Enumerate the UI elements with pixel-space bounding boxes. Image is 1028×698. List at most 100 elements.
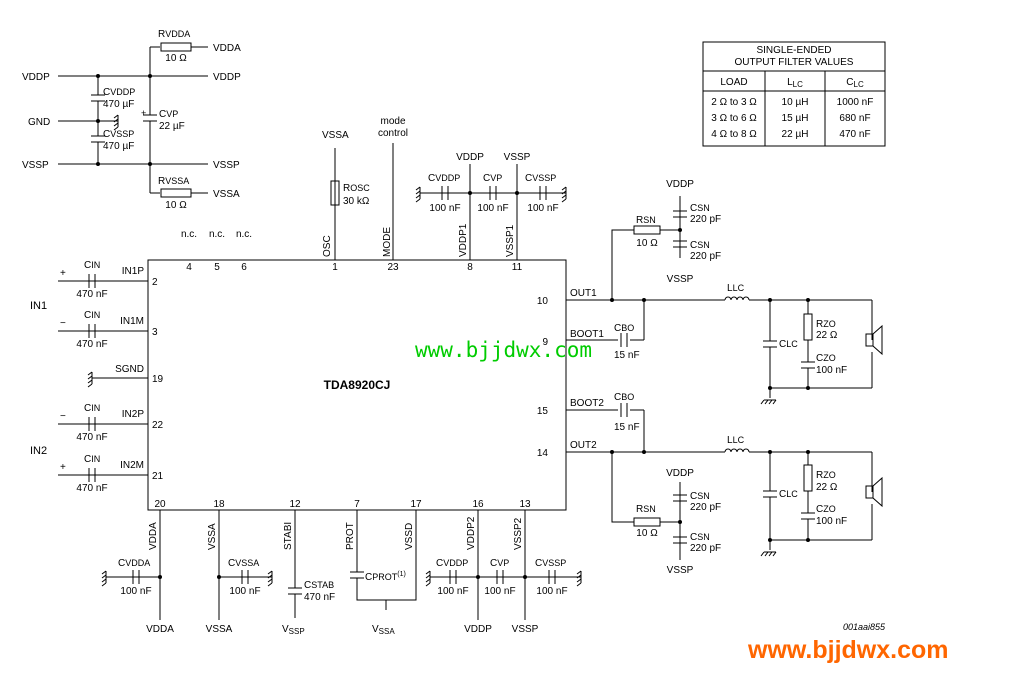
component-label-cstab: CSTAB (304, 580, 334, 591)
pin-number: 18 (213, 499, 225, 510)
component-label-cin4: CIN (84, 454, 100, 465)
pin-number: 10 (537, 296, 549, 307)
table-cell: 470 nF (839, 129, 870, 140)
component-label-csn1b: CSN (690, 240, 710, 251)
value: 100 nF (484, 586, 515, 597)
pin-name: VDDA (148, 522, 159, 550)
pin-number: 3 (152, 327, 158, 338)
value: 220 pF (690, 502, 721, 513)
component-label-cbo1: CBO (614, 323, 634, 334)
rail-vssp: VSSP (667, 274, 694, 285)
pin-number: 20 (154, 499, 166, 510)
rail-vddp: VDDP (22, 72, 50, 83)
table-cell: 3 Ω to 6 Ω (711, 113, 757, 124)
component-label-cvssp_top: CVSSP (103, 129, 134, 140)
pin-number: 6 (241, 262, 247, 273)
table-header: LLC (787, 77, 803, 89)
rail-vssa-bottom: VSSA (206, 624, 233, 635)
watermark-center: www.bjjdwx.com (415, 338, 592, 362)
pin-name: VSSD (404, 523, 415, 550)
component-label-clc2: CLC (779, 489, 798, 500)
value: 470 nF (76, 432, 107, 443)
pin-number: 2 (152, 277, 158, 288)
component-label-cvddp2: CVDDP (436, 558, 468, 569)
pin-name: OSC (322, 235, 333, 257)
component-label-cbo2: CBO (614, 392, 634, 403)
pin-number: 13 (519, 499, 531, 510)
component-label-cvp2: CVP (490, 558, 509, 569)
polarity-plus: + (60, 462, 66, 473)
pin-number: 14 (537, 448, 549, 459)
value: 100 nF (477, 203, 508, 214)
rail-vssa-osc: VSSA (322, 130, 349, 141)
pin-name: OUT2 (570, 440, 597, 451)
component-label-cvddp1: CVDDP (428, 173, 460, 184)
pin-number: 5 (214, 262, 220, 273)
value: 15 nF (614, 350, 640, 361)
value: 100 nF (527, 203, 558, 214)
component-label-cvp_top: CVP (159, 109, 178, 120)
value: 100 nF (816, 365, 847, 376)
component-label-cin2: CIN (84, 310, 100, 321)
pin-number: 1 (332, 262, 338, 273)
rail-vddp: VDDP (666, 179, 694, 190)
component-label-cin3: CIN (84, 403, 100, 414)
pin-number: 19 (152, 374, 164, 385)
value: 22 µF (159, 121, 185, 132)
component-label-rvdda: RVDDA (158, 29, 190, 40)
mode-control-label: mode (380, 116, 405, 127)
rail-vddp-top: VDDP (456, 152, 484, 163)
value: 10 Ω (636, 528, 658, 539)
pin-name: SGND (115, 364, 144, 375)
pin-name: BOOT1 (570, 329, 604, 340)
table-cell: 680 nF (839, 113, 870, 124)
component-label-cvddp_top: CVDDP (103, 87, 135, 98)
table-cell: 2 Ω to 3 Ω (711, 97, 757, 108)
value: 10 Ω (165, 53, 187, 64)
pin-number: 8 (467, 262, 473, 273)
table-header: CLC (846, 77, 864, 89)
watermark-corner: www.bjjdwx.com (747, 636, 949, 664)
value: 22 Ω (816, 330, 838, 341)
value: 470 nF (304, 592, 335, 603)
component-label-rzo1: RZO (816, 319, 836, 330)
value: 22 Ω (816, 482, 838, 493)
value: 470 nF (76, 289, 107, 300)
chip-name: TDA8920CJ (324, 378, 391, 392)
polarity-plus: + (60, 268, 66, 279)
value: 100 nF (229, 586, 260, 597)
value: 470 nF (76, 339, 107, 350)
plus: + (141, 108, 146, 118)
rail-vssp-bottom: VSSP (512, 624, 539, 635)
input-in1: IN1 (30, 300, 47, 312)
component-label-czo2: CZO (816, 504, 836, 515)
value: 10 Ω (636, 238, 658, 249)
component-label-cin1: CIN (84, 260, 100, 271)
pin-number: 12 (289, 499, 301, 510)
component-label-rvssa: RVSSA (158, 176, 189, 187)
component-label-csn2a: CSN (690, 491, 710, 502)
component-label-rsn2: RSN (636, 504, 656, 515)
mode-control-label: control (378, 128, 408, 139)
rail-vssa-prot: VSSA (372, 624, 395, 636)
pin-name: BOOT2 (570, 398, 604, 409)
value: 100 nF (816, 516, 847, 527)
table-header-load: LOAD (720, 77, 747, 88)
pin-name: IN2P (122, 409, 145, 420)
pin-number: 21 (152, 471, 164, 482)
table-cell: 15 µH (782, 113, 809, 124)
value: 220 pF (690, 543, 721, 554)
rail-gnd: GND (28, 117, 50, 128)
rail-vssp-top: VSSP (504, 152, 531, 163)
input-in2: IN2 (30, 445, 47, 457)
component-label-llc1: LLC (727, 283, 745, 294)
pin-number: 7 (354, 499, 360, 510)
pin-name: IN1P (122, 266, 145, 277)
wires (58, 41, 886, 620)
component-label-rosc: ROSC (343, 183, 370, 194)
pin-name: VSSP1 (505, 224, 516, 257)
pin-name: MODE (382, 227, 393, 257)
component-label-cprot: CPROT(1) (365, 571, 406, 583)
rail-vddp-bottom: VDDP (464, 624, 492, 635)
